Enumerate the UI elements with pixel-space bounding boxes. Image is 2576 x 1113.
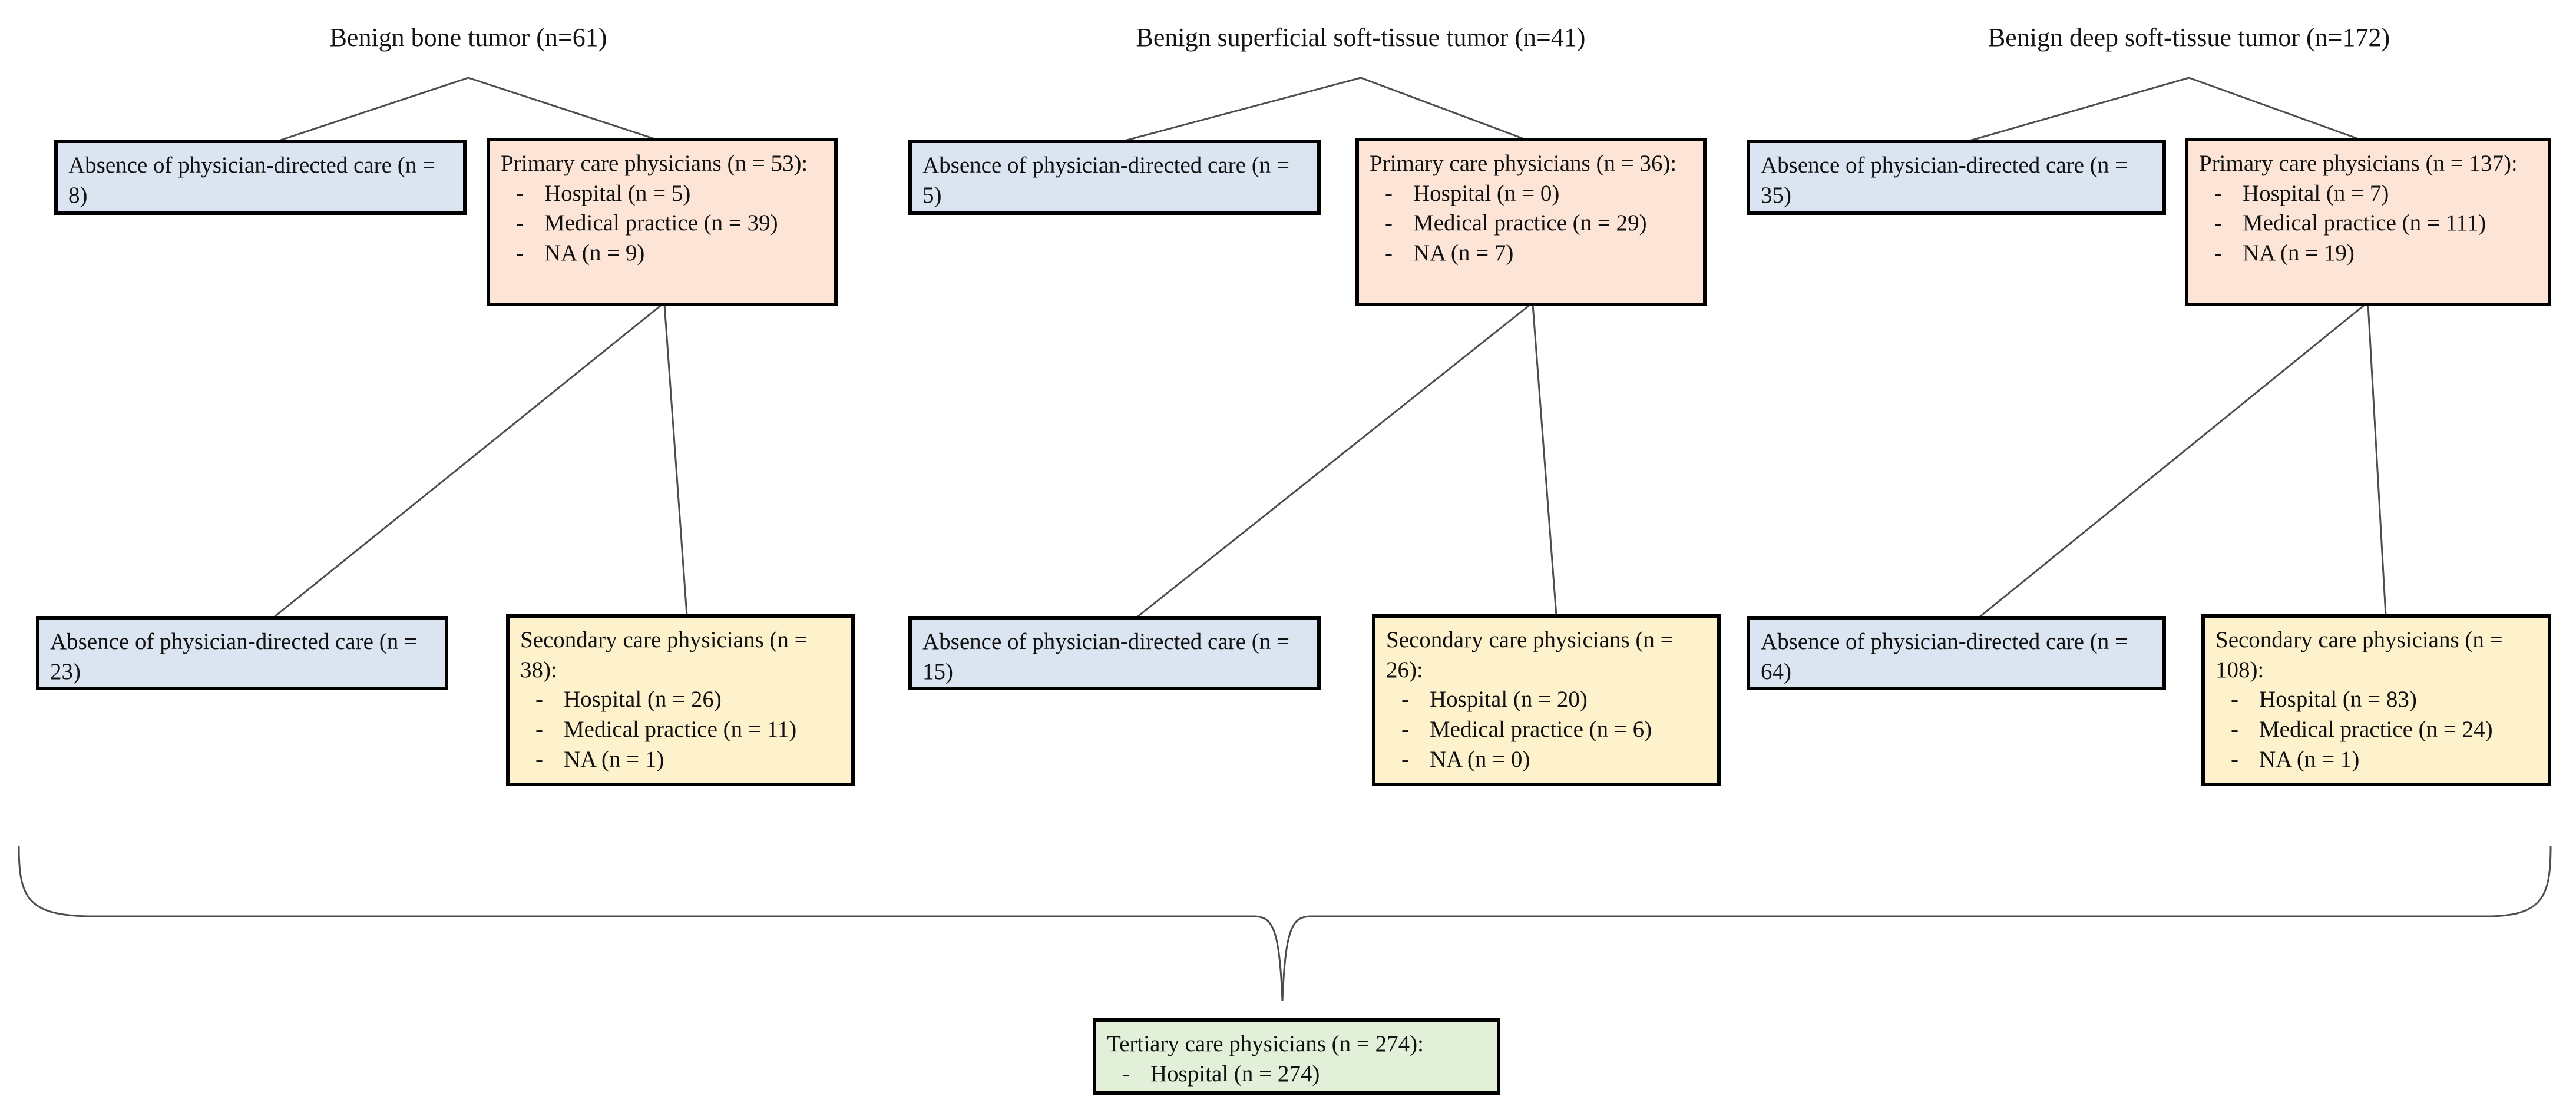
dash-marker: -	[2214, 210, 2222, 236]
list-item-text: NA (n = 1)	[2259, 746, 2360, 772]
list-item-text: Medical practice (n = 24)	[2259, 717, 2493, 743]
tertiary-care-box: Tertiary care physicians (n = 274): -Hos…	[1093, 1018, 1500, 1095]
dash-marker: -	[516, 180, 524, 206]
box-text: Absence of physician-directed care (n = …	[922, 153, 1289, 208]
brace	[18, 846, 2552, 1002]
box-header: Secondary care physicians (n = 38):	[520, 627, 808, 683]
list-item-text: Hospital (n = 26)	[564, 687, 722, 713]
dash-marker: -	[2214, 240, 2222, 266]
box-header: Primary care physicians (n = 36):	[1370, 151, 1677, 176]
list-item: -Medical practice (n = 11)	[520, 715, 841, 745]
dash-marker: -	[1401, 717, 1409, 743]
list-item: -Medical practice (n = 24)	[2215, 715, 2537, 745]
box-text: Absence of physician-directed care (n = …	[1761, 629, 2128, 684]
dash-marker: -	[2231, 687, 2238, 713]
connector-line	[1978, 303, 2366, 618]
dash-marker: -	[2231, 746, 2238, 772]
list-item: -NA (n = 0)	[1386, 745, 1707, 775]
dash-marker: -	[535, 746, 543, 772]
connector-line	[467, 77, 663, 143]
list-item: -Hospital (n = 83)	[2215, 685, 2537, 715]
list-item-text: Medical practice (n = 111)	[2243, 210, 2486, 236]
connector-line	[2188, 77, 2366, 143]
dash-marker: -	[1401, 746, 1409, 772]
connector-line	[1532, 303, 1557, 617]
connector-line	[1360, 77, 1532, 143]
list-item-text: Hospital (n = 0)	[1413, 180, 1560, 206]
list-item-text: Medical practice (n = 29)	[1413, 210, 1647, 236]
connector-line	[1966, 77, 2190, 143]
secondary-care-box: Secondary care physicians (n = 38): -Hos…	[506, 614, 855, 786]
list-item-text: NA (n = 9)	[544, 240, 645, 266]
column-title-bone: Benign bone tumor (n=61)	[329, 23, 607, 52]
list-item-text: Hospital (n = 5)	[544, 180, 691, 206]
absence-care-box: Absence of physician-directed care (n = …	[1747, 140, 2166, 215]
connector-line	[1121, 77, 1362, 143]
list-item: -Medical practice (n = 6)	[1386, 715, 1707, 745]
absence-care-box: Absence of physician-directed care (n = …	[36, 616, 448, 690]
list-item-text: NA (n = 7)	[1413, 240, 1514, 266]
dash-marker: -	[1385, 180, 1393, 206]
list-item-text: Hospital (n = 7)	[2243, 180, 2389, 206]
box-header: Secondary care physicians (n = 26):	[1386, 627, 1674, 683]
box-header: Primary care physicians (n = 137):	[2199, 151, 2518, 176]
connector-line	[1136, 303, 1532, 618]
dash-marker: -	[1401, 687, 1409, 713]
list-item: -NA (n = 19)	[2199, 238, 2537, 269]
dash-marker: -	[2231, 717, 2238, 743]
list-item: -Hospital (n = 0)	[1370, 179, 1692, 209]
primary-care-box: Primary care physicians (n = 36): -Hospi…	[1355, 138, 1707, 306]
list-item: -Medical practice (n = 29)	[1370, 208, 1692, 238]
list-item-text: Hospital (n = 20)	[1430, 687, 1588, 713]
dash-marker: -	[516, 240, 524, 266]
secondary-care-box: Secondary care physicians (n = 26): -Hos…	[1372, 614, 1721, 786]
dash-marker: -	[1385, 240, 1393, 266]
list-item: -NA (n = 9)	[501, 238, 824, 269]
list-item: -Medical practice (n = 39)	[501, 208, 824, 238]
connector-line	[2367, 303, 2387, 617]
connector-line	[273, 303, 663, 618]
box-text: Absence of physician-directed care (n = …	[68, 153, 435, 208]
connector-line	[276, 77, 469, 143]
connector-line	[663, 303, 688, 617]
list-item: -NA (n = 1)	[2215, 745, 2537, 775]
primary-care-box: Primary care physicians (n = 53): -Hospi…	[487, 138, 838, 306]
dash-marker: -	[1385, 210, 1393, 236]
dash-marker: -	[535, 687, 543, 713]
list-item: -Hospital (n = 5)	[501, 179, 824, 209]
primary-care-box: Primary care physicians (n = 137): -Hosp…	[2185, 138, 2551, 306]
list-item-text: NA (n = 19)	[2243, 240, 2355, 266]
absence-care-box: Absence of physician-directed care (n = …	[1747, 616, 2166, 690]
dash-marker: -	[516, 210, 524, 236]
list-item-text: Medical practice (n = 6)	[1430, 717, 1652, 743]
absence-care-box: Absence of physician-directed care (n = …	[908, 140, 1321, 215]
box-text: Absence of physician-directed care (n = …	[1761, 153, 2128, 208]
column-title-superficial: Benign superficial soft-tissue tumor (n=…	[1136, 23, 1586, 52]
box-text: Absence of physician-directed care (n = …	[50, 629, 417, 684]
secondary-care-box: Secondary care physicians (n = 108): -Ho…	[2201, 614, 2551, 786]
box-header: Primary care physicians (n = 53):	[501, 151, 808, 176]
list-item: -Hospital (n = 26)	[520, 685, 841, 715]
list-item: -Hospital (n = 7)	[2199, 179, 2537, 209]
list-item: -NA (n = 1)	[520, 745, 841, 775]
list-item: -Hospital (n = 20)	[1386, 685, 1707, 715]
list-item-text: NA (n = 0)	[1430, 746, 1530, 772]
box-text: Absence of physician-directed care (n = …	[922, 629, 1289, 684]
box-header: Tertiary care physicians (n = 274):	[1107, 1031, 1424, 1056]
list-item: -Medical practice (n = 111)	[2199, 208, 2537, 238]
list-item: -Hospital (n = 274)	[1107, 1059, 1486, 1089]
dash-marker: -	[1122, 1061, 1130, 1086]
list-item-text: Hospital (n = 83)	[2259, 687, 2417, 713]
column-title-deep: Benign deep soft-tissue tumor (n=172)	[1988, 23, 2390, 52]
list-item-text: Medical practice (n = 11)	[564, 717, 797, 743]
absence-care-box: Absence of physician-directed care (n = …	[54, 140, 467, 215]
dash-marker: -	[2214, 180, 2222, 206]
box-header: Secondary care physicians (n = 108):	[2215, 627, 2503, 683]
list-item-text: Hospital (n = 274)	[1150, 1061, 1320, 1086]
list-item: -NA (n = 7)	[1370, 238, 1692, 269]
list-item-text: NA (n = 1)	[564, 746, 664, 772]
dash-marker: -	[535, 717, 543, 743]
absence-care-box: Absence of physician-directed care (n = …	[908, 616, 1321, 690]
list-item-text: Medical practice (n = 39)	[544, 210, 778, 236]
